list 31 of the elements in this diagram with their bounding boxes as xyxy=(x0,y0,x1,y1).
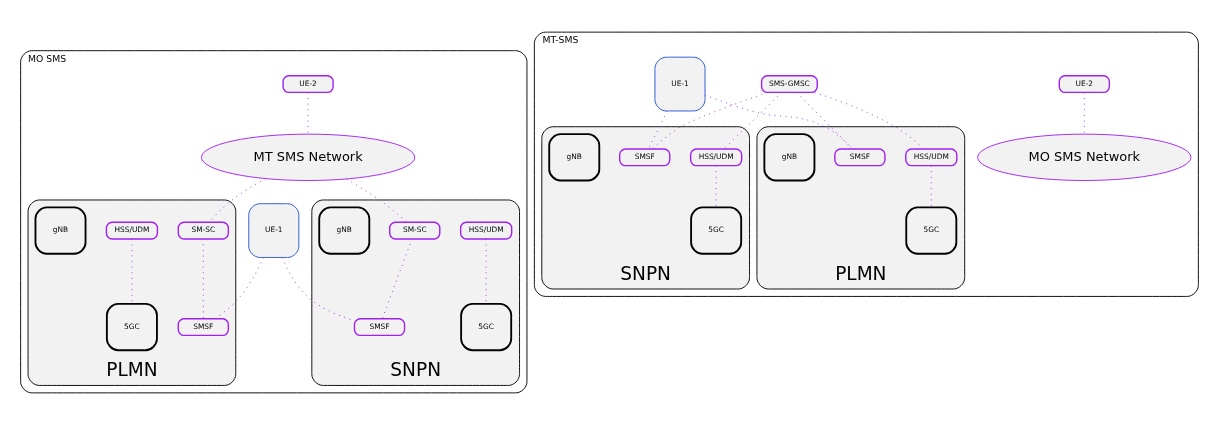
connector xyxy=(704,94,854,149)
node-box: SMSF xyxy=(353,317,406,336)
node-box: 5GC xyxy=(105,302,158,351)
connector xyxy=(814,91,924,149)
node-ellipse: MT SMS Network xyxy=(201,133,416,181)
node-box: UE-1 xyxy=(654,56,706,111)
node-box: 5GC xyxy=(690,205,743,255)
node-box: SM-SC xyxy=(389,221,441,240)
node-box: gNB xyxy=(548,132,601,181)
node-box: UE-1 xyxy=(248,202,300,258)
node-box: 5GC xyxy=(460,302,513,351)
node-ellipse: MO SMS Network xyxy=(977,133,1192,181)
node-box: 5GC xyxy=(905,205,958,255)
node-box: UE-2 xyxy=(282,74,334,93)
node-box: gNB xyxy=(763,132,816,181)
node-box: SMSF xyxy=(177,317,230,336)
node-box: HSS/UDM xyxy=(105,221,159,240)
connector xyxy=(214,256,264,319)
connector xyxy=(723,91,783,149)
node-box: HSS/UDM xyxy=(689,147,743,166)
node-box: UE-2 xyxy=(1058,74,1111,93)
connector xyxy=(652,91,769,149)
connector xyxy=(796,91,853,149)
node-box: gNB xyxy=(318,205,371,255)
node-box: gNB xyxy=(34,205,87,255)
node-box: SM-SC xyxy=(177,221,230,240)
node-box: SMSF xyxy=(834,147,886,166)
node-box: HSS/UDM xyxy=(905,147,958,166)
node-box: HSS/UDM xyxy=(459,221,513,240)
node-box: SMS-GMSC xyxy=(760,74,818,93)
node-box: SMSF xyxy=(619,147,671,166)
